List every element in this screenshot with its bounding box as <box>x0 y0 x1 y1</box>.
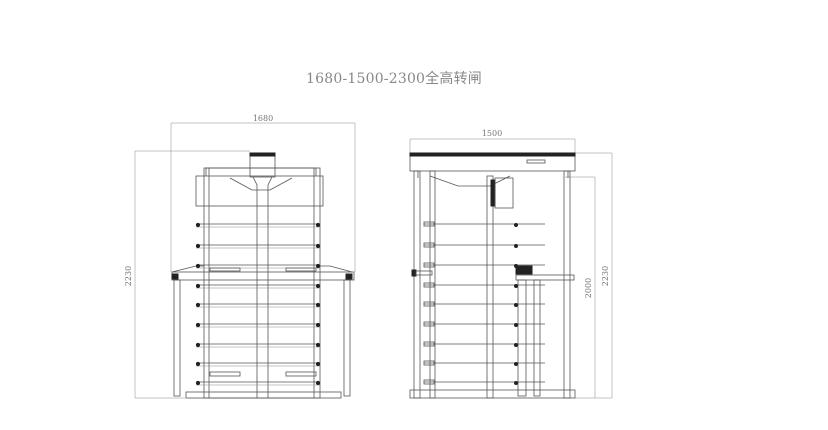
front-height-label: 2230 <box>124 266 133 286</box>
side-view: 1500 2000 2230 <box>409 129 613 399</box>
front-center-post <box>252 176 273 398</box>
front-top-housing <box>195 175 324 207</box>
drawing-title: 1680-1500-2300全高转闸 <box>306 71 482 87</box>
side-rotor <box>486 175 494 399</box>
side-width-label: 1500 <box>482 129 502 138</box>
side-arms <box>423 221 545 385</box>
side-right-post <box>563 170 571 399</box>
side-left-post <box>413 170 421 399</box>
front-view: 1680 2230 <box>124 114 356 399</box>
side-height-label: 2230 <box>601 266 610 286</box>
side-base <box>409 389 576 399</box>
front-width-label: 1680 <box>253 114 273 123</box>
front-side-rail <box>171 271 355 281</box>
front-arms <box>195 222 321 386</box>
side-barrier-rail <box>515 274 575 281</box>
side-inner-height-label: 2000 <box>584 278 593 298</box>
front-post-cap <box>249 152 276 178</box>
